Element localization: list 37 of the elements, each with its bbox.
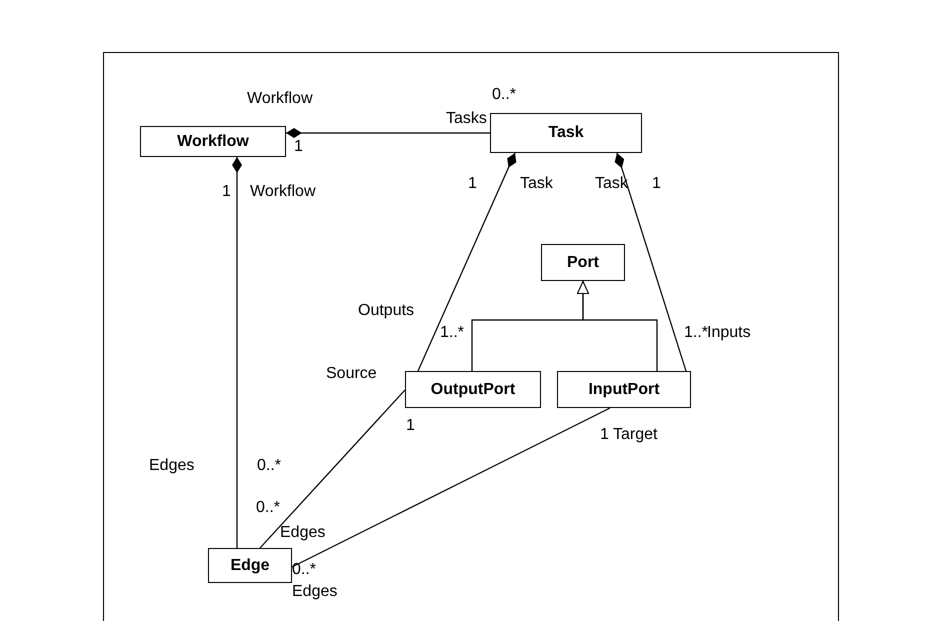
association-end-label: Edges <box>149 457 194 475</box>
composition-line <box>232 157 242 548</box>
association-end-label: 1 <box>600 426 609 444</box>
association-end-label: Task <box>520 175 553 193</box>
class-box: Task <box>490 113 642 153</box>
association-end-label: Edges <box>280 524 326 542</box>
class-box: OutputPort <box>405 371 541 408</box>
association-end-label: Tasks <box>446 110 487 128</box>
association-end-label: 0..* <box>257 457 282 475</box>
association-end-label: 1..* <box>440 324 464 342</box>
composition-line <box>286 128 490 138</box>
association-end-label: 0..* <box>292 561 316 579</box>
association-end-label: 1 <box>222 183 231 201</box>
association-end-label: Source <box>326 365 377 383</box>
composition-line <box>614 152 687 372</box>
generalization-arrow <box>577 281 658 371</box>
class-box: InputPort <box>557 371 691 408</box>
composition-line <box>417 152 516 372</box>
association-end-label: Workflow <box>247 90 312 108</box>
association-end-label: 1 <box>406 417 415 435</box>
association-end-label: Task <box>595 175 628 193</box>
association-end-label: Edges <box>292 583 338 601</box>
association-line <box>292 407 610 568</box>
class-box: Port <box>541 244 625 281</box>
association-end-label: 1 <box>294 138 303 156</box>
association-end-label: Outputs <box>358 302 414 320</box>
class-box: Workflow <box>140 126 286 157</box>
association-line <box>260 390 406 548</box>
association-end-label: 1..* <box>684 324 708 342</box>
association-end-label: 1 <box>468 175 477 193</box>
association-end-label: Inputs <box>707 324 751 342</box>
association-end-label: Target <box>613 426 658 444</box>
association-end-label: 0..* <box>256 499 280 517</box>
association-end-label: Workflow <box>250 183 316 201</box>
class-box: Edge <box>208 548 292 583</box>
association-end-label: 0..* <box>492 86 516 104</box>
association-end-label: 1 <box>652 175 661 193</box>
